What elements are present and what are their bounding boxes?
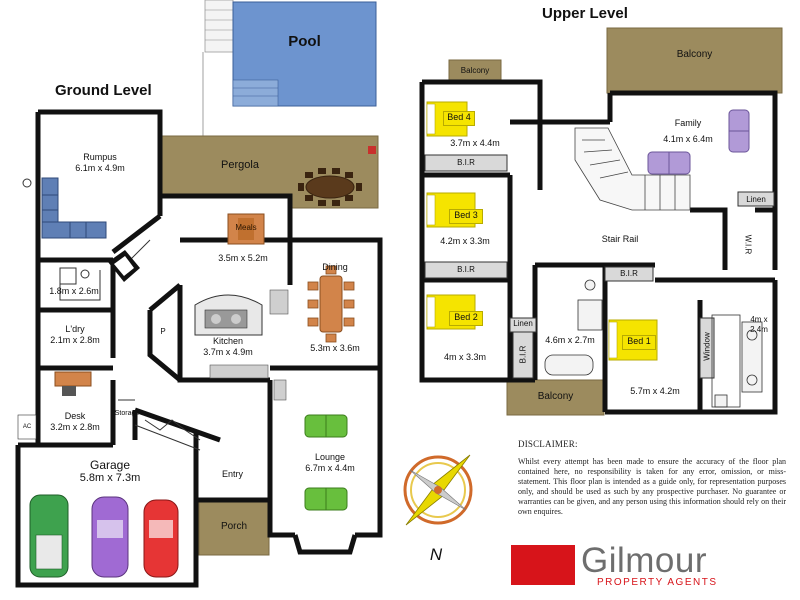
- upper-balcony-top-name: Balcony: [676, 49, 713, 60]
- bed3-dims: 4.2m x 3.3m: [440, 236, 490, 246]
- ground-bath-dims: 1.8m x 2.6m: [49, 286, 99, 296]
- garage-name: Garage: [89, 458, 131, 472]
- pantry-name: P: [160, 327, 166, 336]
- dining-name: Dining: [322, 262, 348, 272]
- bir4-label: B.I.R: [620, 269, 638, 278]
- garage-dims: 5.8m x 7.3m: [79, 472, 141, 484]
- dining-table: [307, 265, 355, 343]
- kitchen-counter: [209, 364, 269, 379]
- bottom-balcony-floor: [506, 379, 605, 416]
- bir1-label: B.I.R: [457, 158, 475, 167]
- brand-mark: [511, 545, 575, 585]
- bed4-dims: 3.7m x 4.4m: [450, 138, 500, 148]
- disclaimer-title: DISCLAIMER:: [518, 439, 578, 449]
- kitchen-island: [194, 294, 263, 336]
- linen2-label: Linen: [746, 195, 766, 204]
- bed2-dims: 4m x 3.3m: [443, 352, 486, 362]
- pool-steps: [232, 79, 279, 107]
- desk-dims: 3.2m x 2.8m: [50, 422, 100, 432]
- brand-name: Gilmour: [581, 541, 708, 580]
- wir-label: W.I.R: [743, 234, 753, 255]
- disclaimer-text: Whilst every attempt has been made to en…: [518, 457, 786, 516]
- rumpus-name: Rumpus: [83, 152, 117, 162]
- upper-bath-dims: 4.6m x 2.7m: [545, 335, 595, 345]
- rumpus-sofa: [41, 177, 107, 239]
- upper-stairs: [574, 127, 691, 211]
- lounge-name: Lounge: [314, 452, 346, 462]
- lounge-dims: 6.7m x 4.4m: [305, 463, 355, 473]
- family-name: Family: [674, 118, 702, 128]
- bed3-tag: Bed 3: [449, 209, 483, 224]
- desk-furniture: [54, 371, 92, 396]
- storage-name: Storage: [114, 410, 140, 417]
- lounge-sofas: [304, 414, 348, 511]
- upper-balcony-small-name: Balcony: [460, 66, 490, 75]
- laundry-name: L'dry: [65, 324, 85, 334]
- ac-label: AC: [22, 424, 32, 430]
- pergola-name: Pergola: [221, 159, 259, 171]
- bir2-label: B.I.R: [457, 265, 475, 274]
- upper-level-plan: [419, 27, 783, 416]
- meals-dims: 3.5m x 5.2m: [218, 253, 268, 263]
- compass-north-label: N: [429, 545, 443, 564]
- disclaimer-block: DISCLAIMER: Whilst every attempt has bee…: [518, 439, 786, 517]
- compass-rose: [403, 454, 473, 526]
- ground-bath-dims-1: 1.8m x 2.6m: [38, 286, 110, 296]
- meals-name: Meals: [235, 223, 257, 232]
- linen1-label: Linen: [513, 319, 533, 328]
- brand-subtitle: PROPERTY AGENTS: [597, 577, 718, 588]
- kitchen-dims: 3.7m x 4.9m: [203, 347, 253, 357]
- pergola-table: [298, 168, 362, 206]
- kitchen-name: Kitchen: [212, 336, 244, 346]
- ensuite-dims: 4m x 2.4m: [750, 315, 768, 334]
- bed1-tag: Bed 1: [622, 335, 656, 350]
- family-dims: 4.1m x 6.4m: [663, 134, 713, 144]
- ground-level-title: Ground Level: [55, 82, 152, 99]
- window-label: Window: [702, 332, 712, 361]
- family-sofas: [647, 109, 750, 175]
- upper-balcony-bottom-name: Balcony: [537, 391, 574, 402]
- porch-name: Porch: [220, 521, 248, 532]
- pool-label: Pool: [288, 33, 321, 50]
- upper-level-title: Upper Level: [542, 5, 628, 22]
- garage-cars: [29, 494, 179, 578]
- stair-rail-label: Stair Rail: [601, 234, 639, 244]
- bir3-label: B.I.R: [518, 345, 528, 364]
- desk-name: Desk: [64, 411, 86, 421]
- bed1-dims: 5.7m x 4.2m: [630, 386, 680, 396]
- porch-floor: [198, 499, 270, 556]
- rumpus-dims: 6.1m x 4.9m: [75, 163, 125, 173]
- entry-name: Entry: [221, 469, 243, 479]
- brand-logo: Gilmour PROPERTY AGENTS: [511, 541, 791, 589]
- top-balcony-floor: [606, 27, 783, 94]
- dining-dims: 5.3m x 3.6m: [310, 343, 360, 353]
- meals-table: [227, 213, 265, 245]
- bed2-tag: Bed 2: [449, 311, 483, 326]
- bed4-tag: Bed 4: [443, 111, 475, 126]
- laundry-dims: 2.1m x 2.8m: [50, 335, 100, 345]
- fireplace: [108, 250, 140, 282]
- pool-area: [202, 0, 377, 140]
- ground-level-plan: [15, 33, 776, 588]
